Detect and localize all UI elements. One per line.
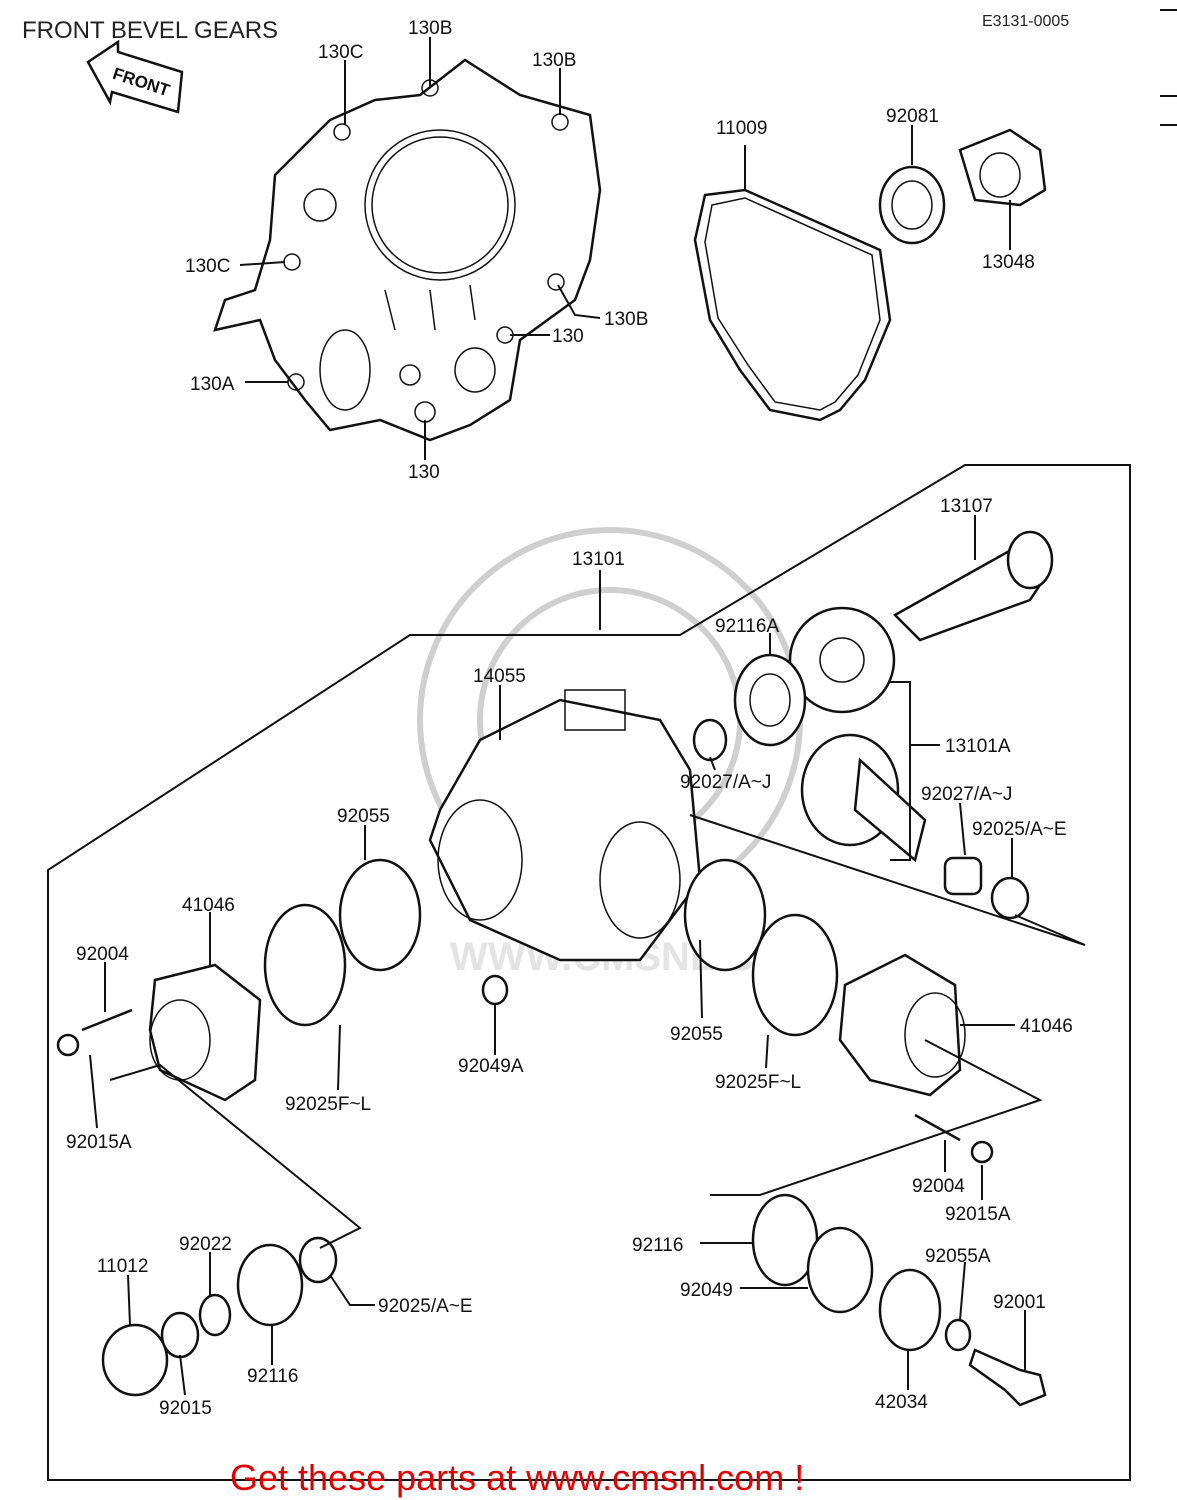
washer-92022 (198, 1293, 232, 1337)
stud-92004-right (914, 1113, 961, 1142)
bearing-housing-41046-left (148, 963, 262, 1102)
label-92022: 92022 (179, 1234, 232, 1255)
label-92015A-right: 92015A (945, 1204, 1011, 1225)
label-130B-top: 130B (408, 18, 452, 39)
label-92027-left: 92027/A~J (680, 772, 771, 793)
seal-92049 (806, 1226, 874, 1314)
label-130C-top: 130C (318, 42, 363, 63)
gasket-11009 (693, 188, 892, 422)
diagram-code: E3131-0005 (982, 13, 1069, 30)
shim-92025 (990, 876, 1030, 920)
washer-92055A (944, 1318, 972, 1352)
seal-92049A (481, 974, 509, 1006)
housing-14055 (428, 689, 702, 962)
label-130A: 130A (190, 374, 235, 395)
label-92015: 92015 (159, 1398, 212, 1419)
shim-92025FL-left (263, 903, 347, 1027)
spring-92081 (878, 165, 946, 245)
leader-lines (89, 37, 1086, 1396)
label-92116-right: 92116 (632, 1235, 683, 1256)
label-130C-left: 130C (185, 256, 230, 277)
label-92025FL-left: 92025F~L (285, 1094, 371, 1115)
label-92025FL-right: 92025F~L (715, 1072, 801, 1093)
bearing-housing-41046-right (838, 953, 966, 1097)
collar-92027-right (943, 856, 983, 896)
label-130-mid: 130 (552, 326, 584, 347)
gear-13101A (788, 606, 896, 714)
cam-13048 (958, 128, 1047, 207)
stud-92004-left (81, 1008, 133, 1032)
label-92116-bottom: 92116 (247, 1366, 298, 1387)
label-92055-right: 92055 (670, 1024, 723, 1045)
label-92049A: 92049A (458, 1056, 524, 1077)
label-130B-right: 130B (532, 50, 576, 71)
o-ring-92055-left (338, 858, 422, 972)
label-92055-left: 92055 (337, 806, 390, 827)
promo-link[interactable]: Get these parts at www.cmsnl.com ! (230, 1457, 804, 1498)
label-92055A: 92055A (925, 1246, 991, 1267)
label-41046-left: 41046 (182, 895, 235, 916)
label-13048: 13048 (982, 252, 1035, 273)
o-ring-92055-right (683, 858, 767, 972)
nut-92015A-right (970, 1140, 994, 1164)
label-11009: 11009 (716, 118, 767, 139)
cap-11012 (101, 1323, 169, 1397)
label-92025-AE-bottom: 92025/A~E (378, 1296, 473, 1317)
bolt-92001 (968, 1348, 1047, 1407)
label-92004-right: 92004 (912, 1176, 965, 1197)
label-130B-mid: 130B (604, 309, 648, 330)
part-labels: 130B 130C 130B 130C 130B 130 130A 130 11… (66, 18, 1073, 1419)
label-14055: 14055 (473, 666, 526, 687)
label-92027-right: 92027/A~J (921, 784, 1012, 805)
bevel-gear (800, 733, 927, 863)
label-92116A: 92116A (715, 616, 779, 637)
front-arrow-icon: FRONT (86, 39, 184, 114)
label-13101: 13101 (572, 549, 625, 570)
label-130-bottom: 130 (408, 462, 440, 483)
label-92004-left: 92004 (76, 944, 129, 965)
label-13107: 13107 (940, 496, 993, 517)
label-92015A-left: 92015A (66, 1132, 132, 1153)
label-92081: 92081 (886, 106, 939, 127)
label-42034: 42034 (875, 1392, 928, 1413)
bearing-92116-left (236, 1243, 304, 1327)
assembly-outline (47, 464, 1131, 1481)
shim-92025FL-right (751, 913, 839, 1037)
nut-92015 (160, 1311, 200, 1359)
shaft-13107 (892, 530, 1054, 642)
label-13101A: 13101A (945, 736, 1011, 757)
shim-92025-bottom (298, 1236, 338, 1284)
label-11012: 11012 (97, 1256, 148, 1277)
label-92025-AE-right: 92025/A~E (972, 819, 1067, 840)
crankcase-cover (213, 58, 602, 442)
gear-42034 (878, 1268, 942, 1352)
nut-92015A-left (56, 1033, 80, 1057)
label-92001: 92001 (993, 1292, 1046, 1313)
label-41046-right: 41046 (1020, 1016, 1073, 1037)
bearing-92116A (733, 653, 807, 747)
collar-92027-left (692, 718, 728, 762)
label-92049: 92049 (680, 1280, 733, 1301)
diagram-title: FRONT BEVEL GEARS (22, 17, 278, 44)
